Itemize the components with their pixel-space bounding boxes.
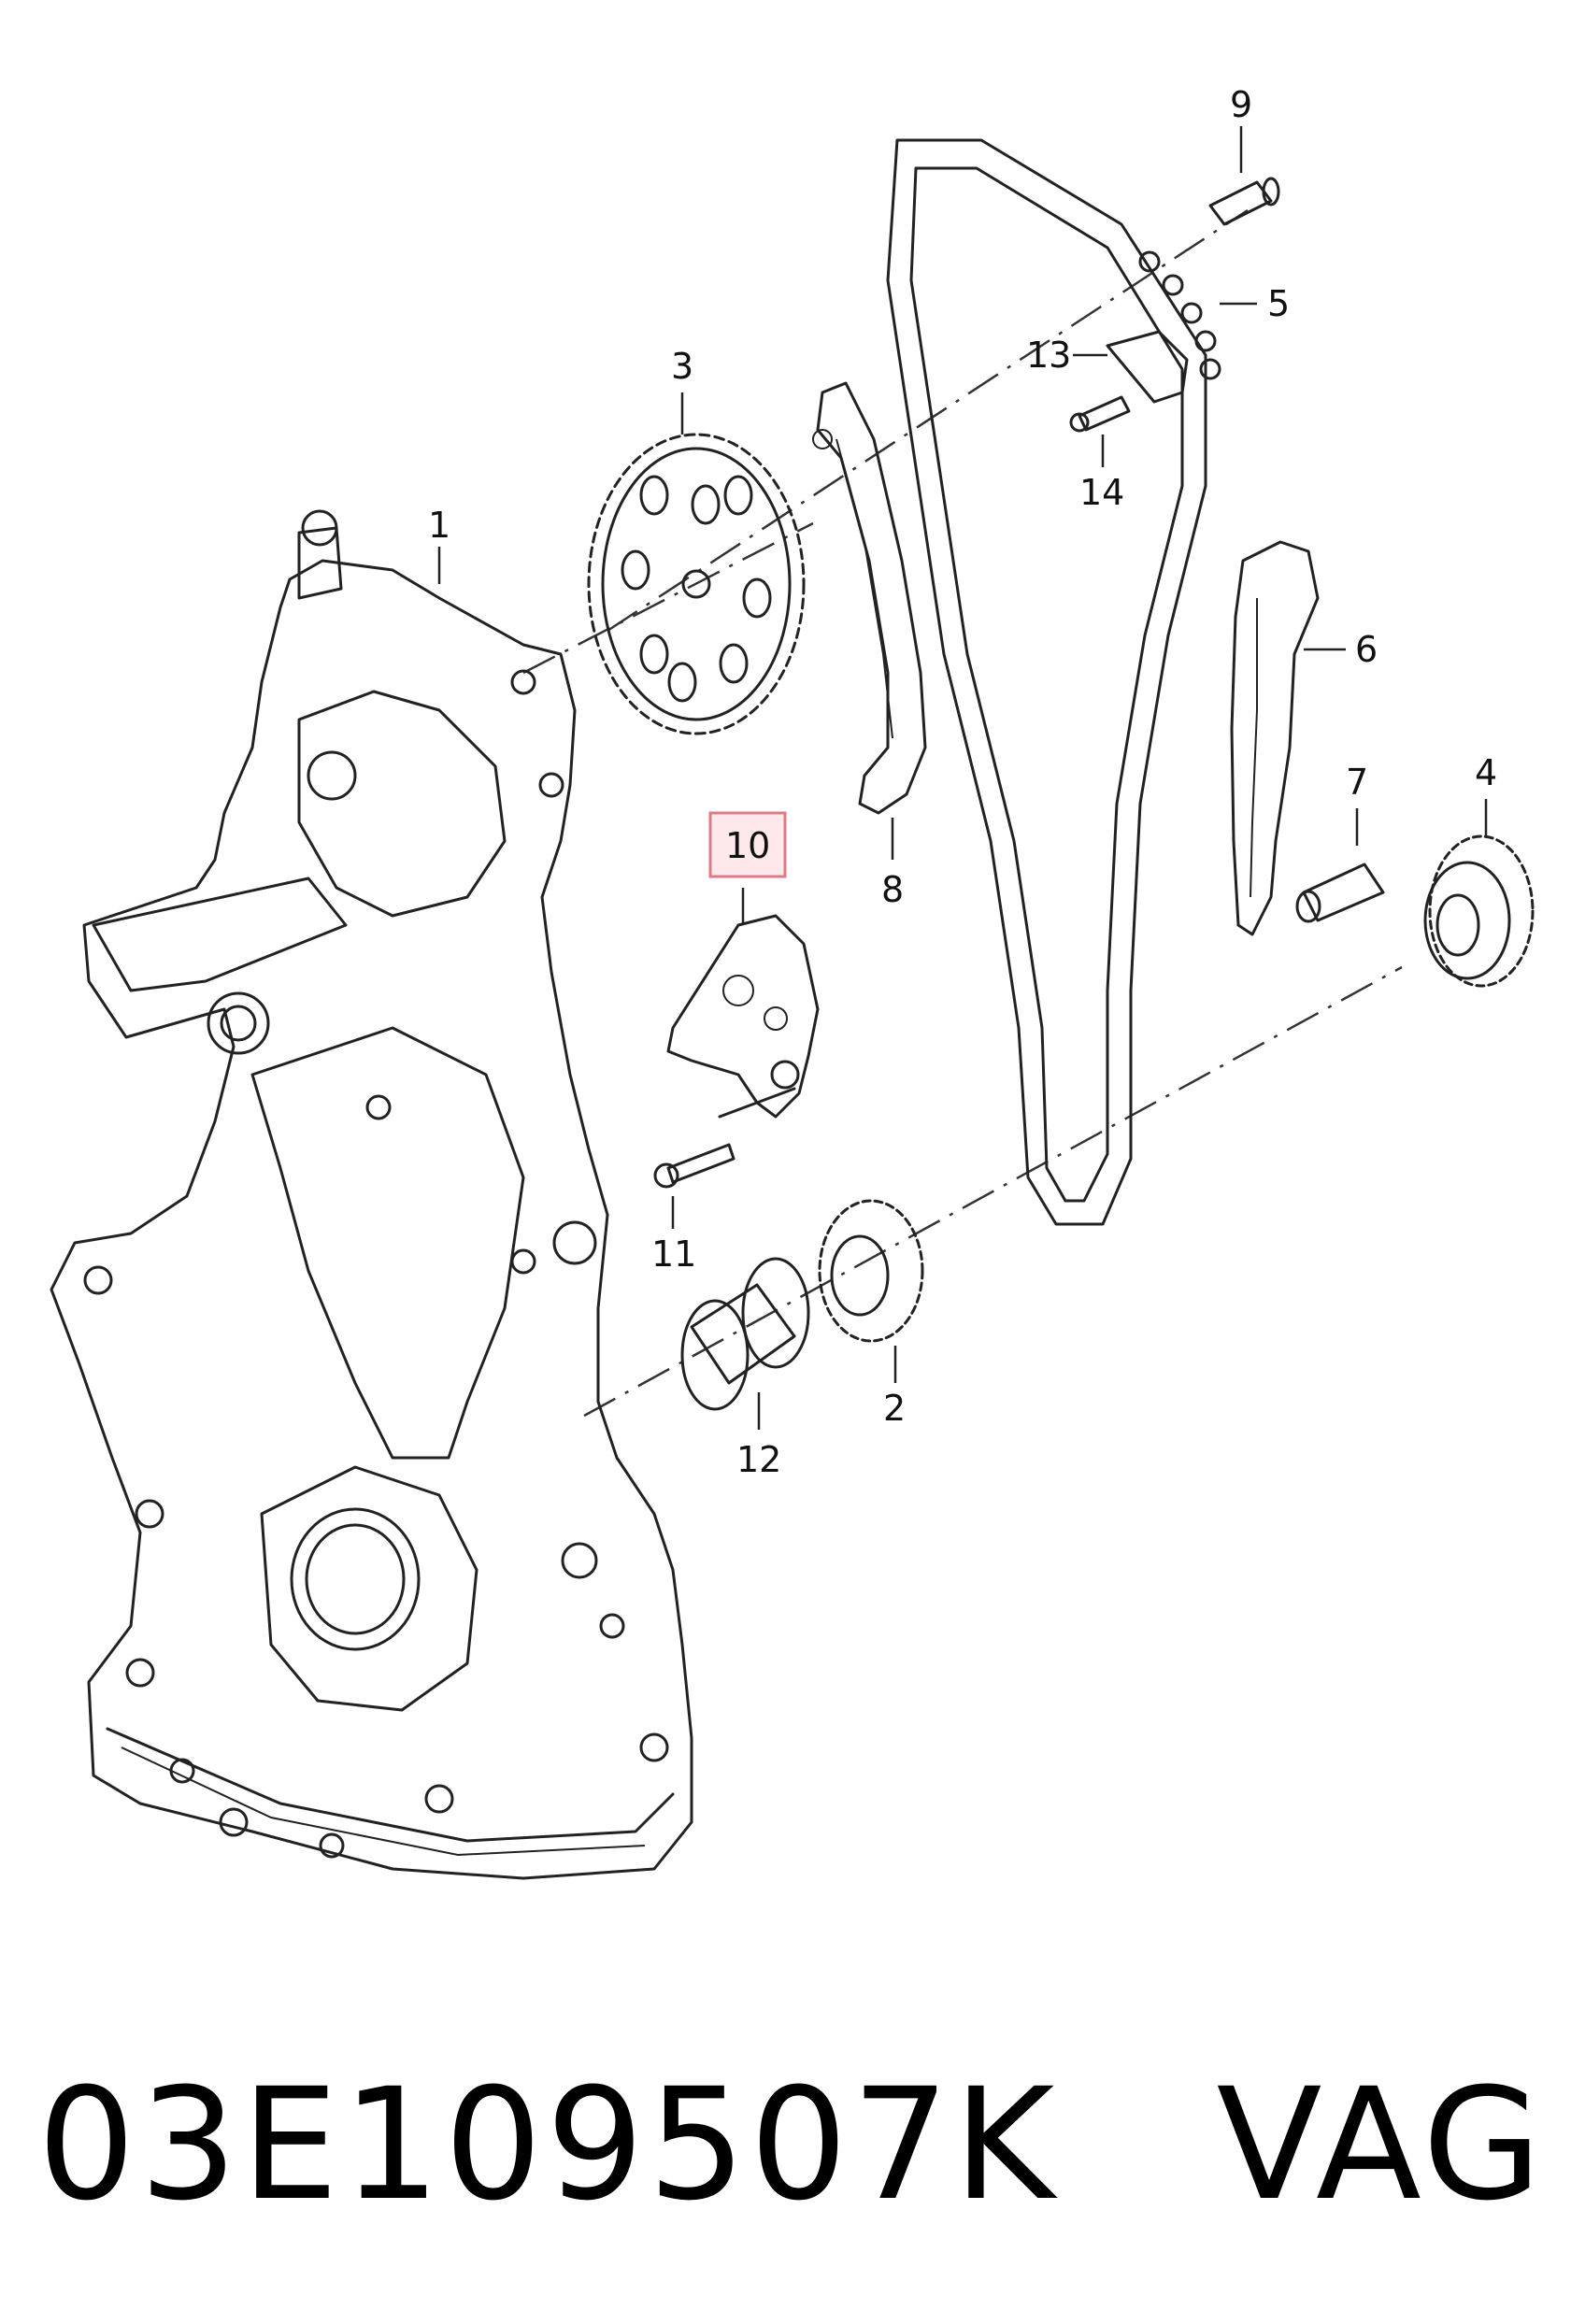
axis-lines [522, 208, 1403, 1418]
callout-1: 1 [428, 505, 450, 546]
highlight-box [708, 811, 787, 878]
callout-10: 10 [725, 825, 770, 866]
bracket-13-part [1106, 330, 1189, 404]
callout-5: 5 [1267, 283, 1290, 324]
bolt-14-part [1069, 395, 1131, 433]
callout-2: 2 [883, 1388, 906, 1429]
sleeve-12-part [680, 1257, 810, 1411]
callout-14: 14 [1079, 472, 1124, 513]
callout-4: 4 [1475, 752, 1497, 793]
callout-9: 9 [1230, 84, 1252, 125]
sprocket-2-part [818, 1199, 924, 1343]
guide-rail-part [812, 381, 927, 815]
callout-3: 3 [671, 346, 693, 387]
bolt-9-part [1208, 177, 1280, 226]
tensioner-rail-part [1230, 540, 1320, 936]
bolt-11-part [653, 1143, 736, 1189]
timing-cover-part [50, 509, 693, 1880]
brand-name: VAG [1216, 2055, 1546, 2234]
callout-6: 6 [1355, 629, 1378, 670]
callout-11: 11 [651, 1233, 696, 1275]
part-number: 03E109507K [37, 2055, 1059, 2234]
chain-tensioner-part [666, 914, 820, 1119]
pin-7-part [1295, 863, 1385, 923]
callout-12: 12 [736, 1439, 781, 1480]
callout-13: 13 [1026, 335, 1071, 376]
chain-segment-part [1138, 250, 1221, 380]
sprocket-4-part [1423, 834, 1535, 988]
timing-chain-part [886, 138, 1207, 1226]
callout-8: 8 [881, 869, 904, 910]
camshaft-sprocket-part [587, 433, 806, 735]
callout-7: 7 [1346, 762, 1368, 803]
leader-lines [437, 126, 1488, 1430]
part-number-caption: 03E109507K VAG [37, 2051, 1551, 2238]
